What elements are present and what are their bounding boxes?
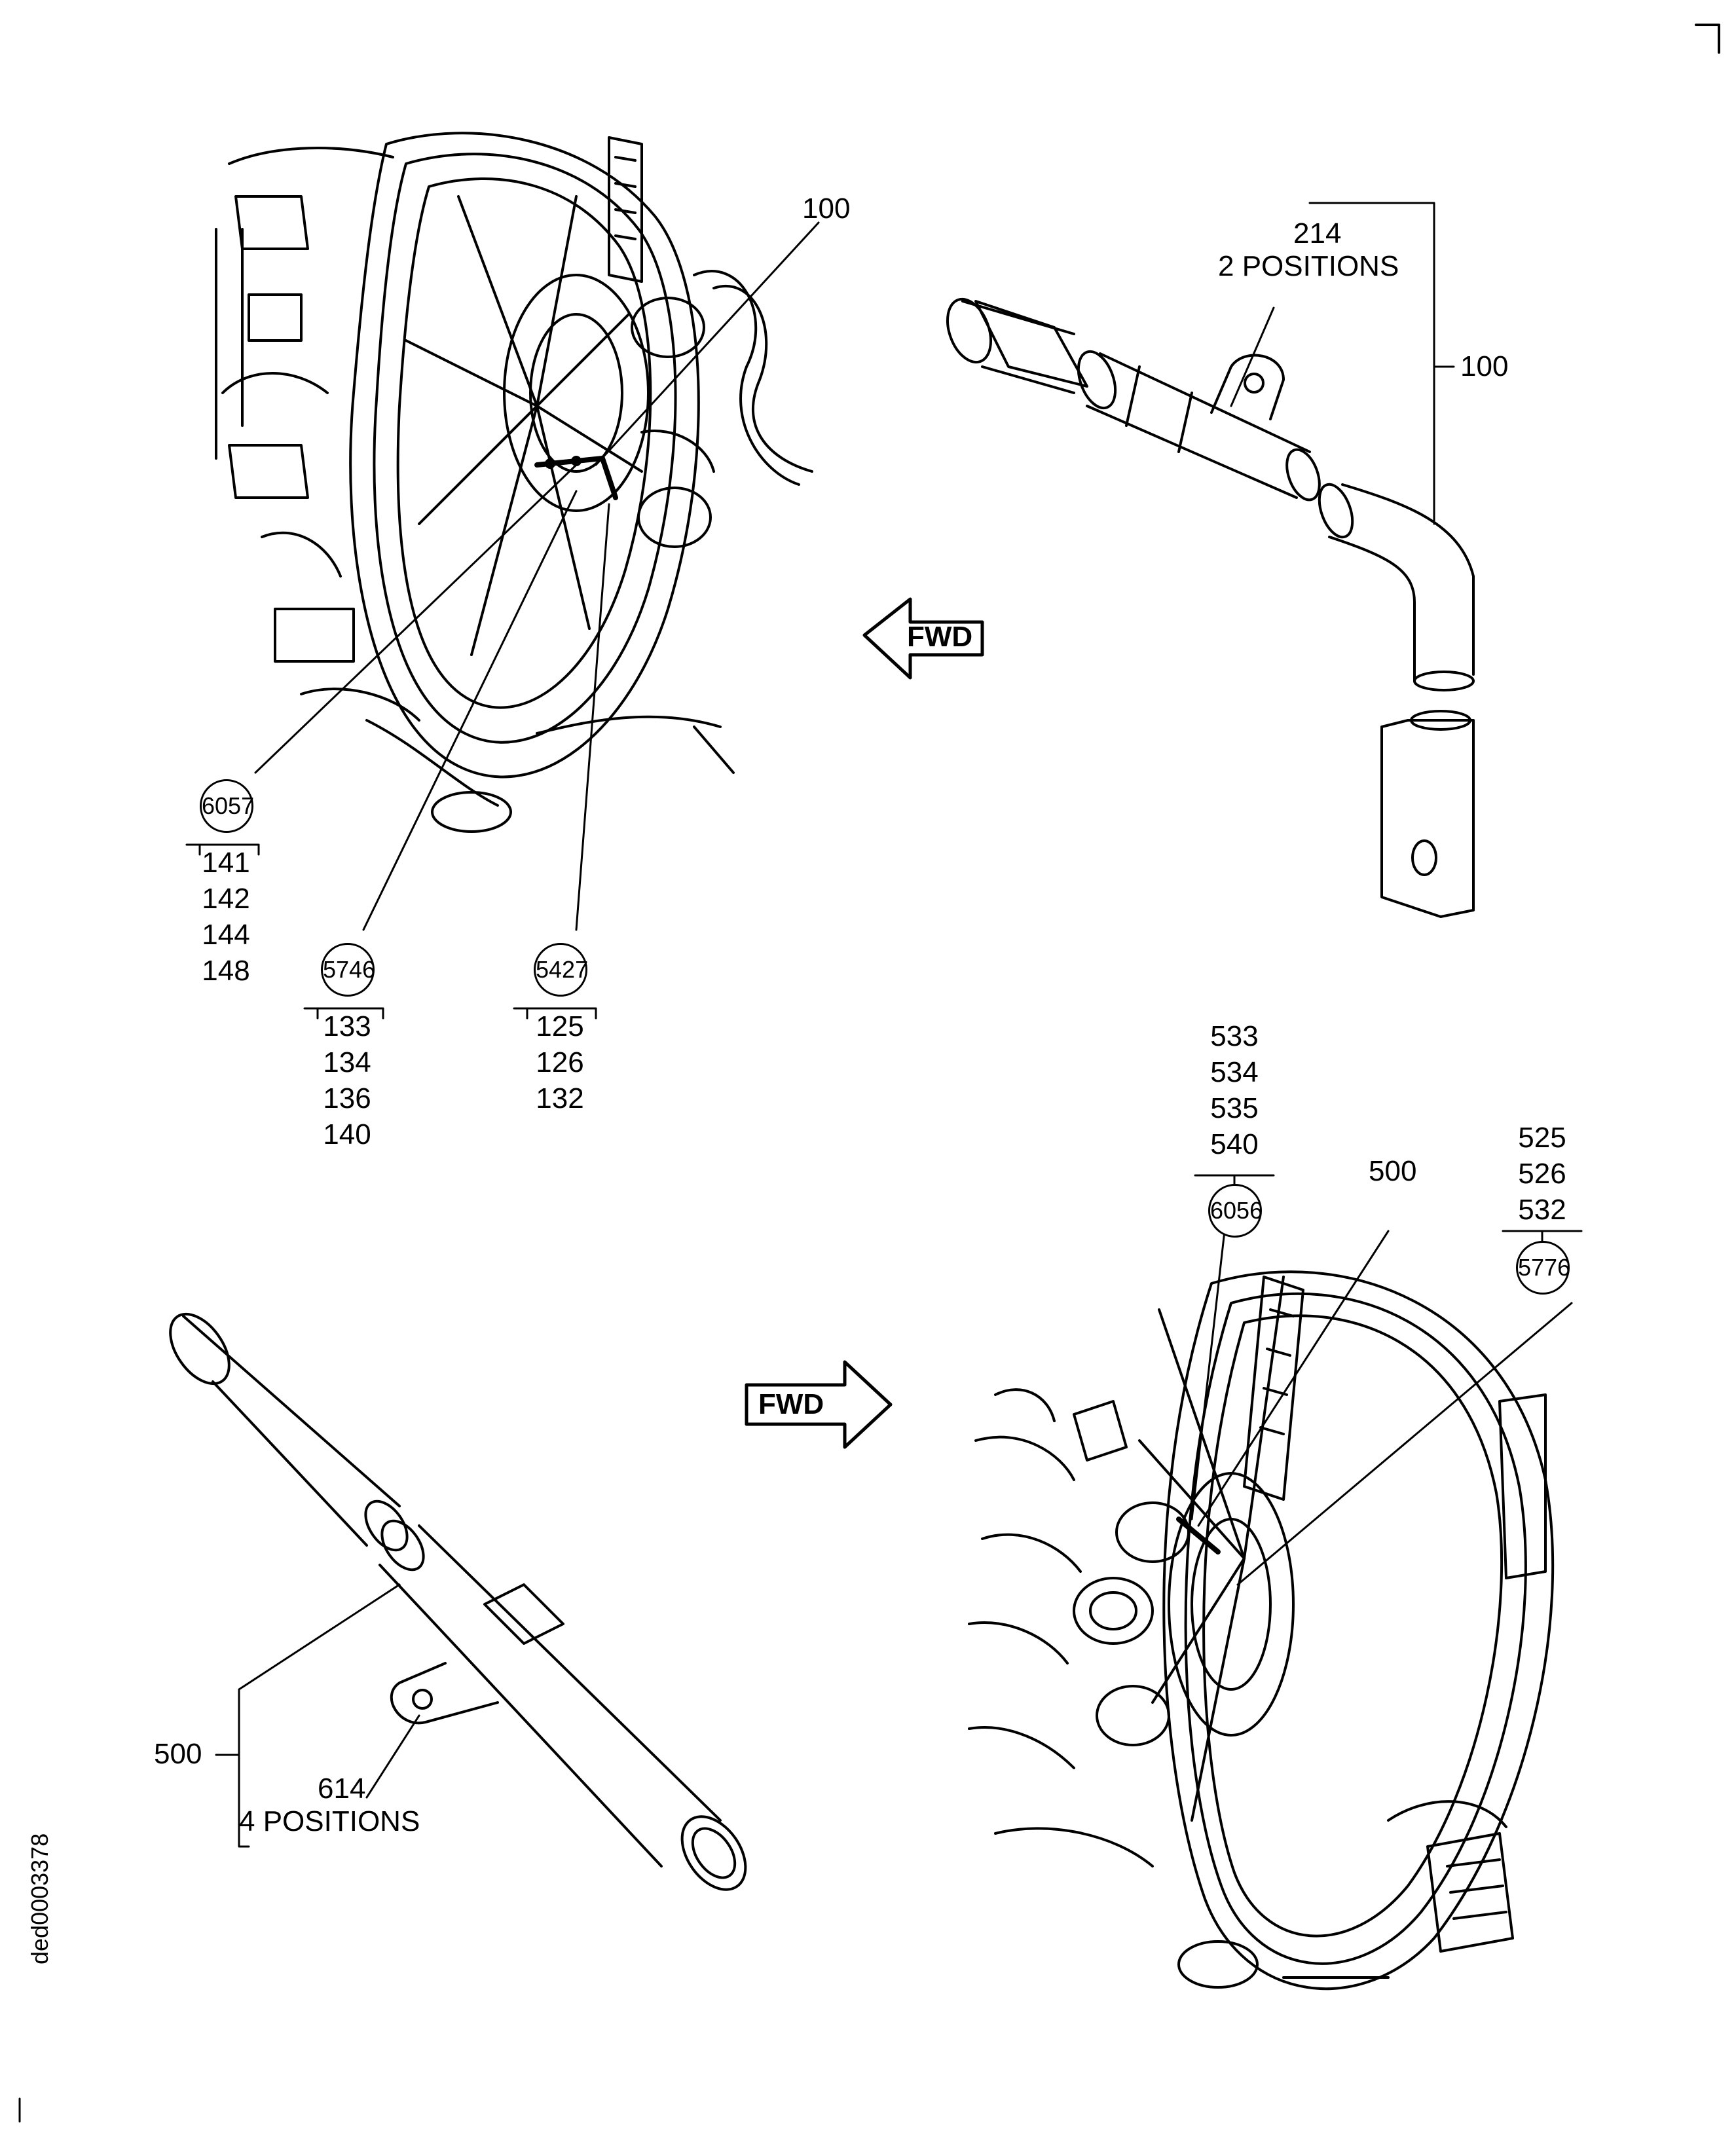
ref-circle-6056: 6056 — [1208, 1184, 1263, 1238]
item: 148 — [202, 955, 250, 987]
ref-6057-items: 141 142 144 148 — [187, 845, 265, 989]
ref-6056-items: 533 534 535 540 — [1195, 1018, 1274, 1162]
item: 525 — [1518, 1122, 1566, 1154]
leader-lines-top-left — [254, 221, 820, 931]
label-4-positions: 4 POSITIONS — [239, 1805, 420, 1837]
ref-5746-items: 133 134 136 140 — [308, 1008, 386, 1152]
leader-lines-bottom-right — [1191, 1174, 1583, 1586]
label-100-assembly: 100 — [1460, 350, 1509, 382]
corner-mark — [1695, 24, 1720, 54]
hose-assembly-500 — [169, 1312, 747, 1891]
label-2-positions: 2 POSITIONS — [1218, 250, 1399, 282]
item: 140 — [323, 1118, 371, 1150]
label-214: 214 — [1293, 217, 1342, 249]
ref-circle-5427: 5427 — [534, 943, 588, 997]
label-614: 614 — [318, 1773, 366, 1805]
fwd-arrow-top — [862, 597, 984, 680]
item: 534 — [1210, 1056, 1259, 1088]
item: 133 — [323, 1010, 371, 1042]
item: 125 — [536, 1010, 584, 1042]
callout-500-bottom-right: 500 — [1369, 1155, 1417, 1187]
fwd-label-bottom: FWD — [758, 1388, 824, 1420]
ref-circle-5776: 5776 — [1516, 1241, 1570, 1295]
ref-brackets-top-left — [185, 843, 597, 1020]
label-500-assembly: 500 — [154, 1738, 202, 1770]
item: 540 — [1210, 1128, 1259, 1160]
ref-circle-5746: 5746 — [321, 943, 375, 997]
ref-5776-items: 525 526 532 — [1503, 1120, 1581, 1228]
fwd-arrow-bottom — [745, 1360, 893, 1449]
item: 532 — [1518, 1194, 1566, 1226]
hose-assembly-100 — [946, 202, 1475, 918]
item: 132 — [536, 1082, 584, 1114]
engine-view-bottom-right — [968, 1270, 1555, 1991]
item: 142 — [202, 883, 250, 915]
item: 134 — [323, 1046, 371, 1078]
item: 535 — [1210, 1092, 1259, 1124]
callout-100-top-left: 100 — [802, 193, 851, 225]
item: 136 — [323, 1082, 371, 1114]
fwd-label-top: FWD — [907, 621, 973, 653]
ref-circle-6057: 6057 — [200, 779, 254, 833]
item: 126 — [536, 1046, 584, 1078]
ref-5427-items: 125 126 132 — [521, 1008, 599, 1116]
item: 526 — [1518, 1158, 1566, 1190]
item: 141 — [202, 847, 250, 879]
engine-view-top-left — [215, 132, 813, 833]
item: 144 — [202, 919, 250, 951]
document-id: ded0003378 — [26, 1833, 53, 1964]
item: 533 — [1210, 1020, 1259, 1052]
